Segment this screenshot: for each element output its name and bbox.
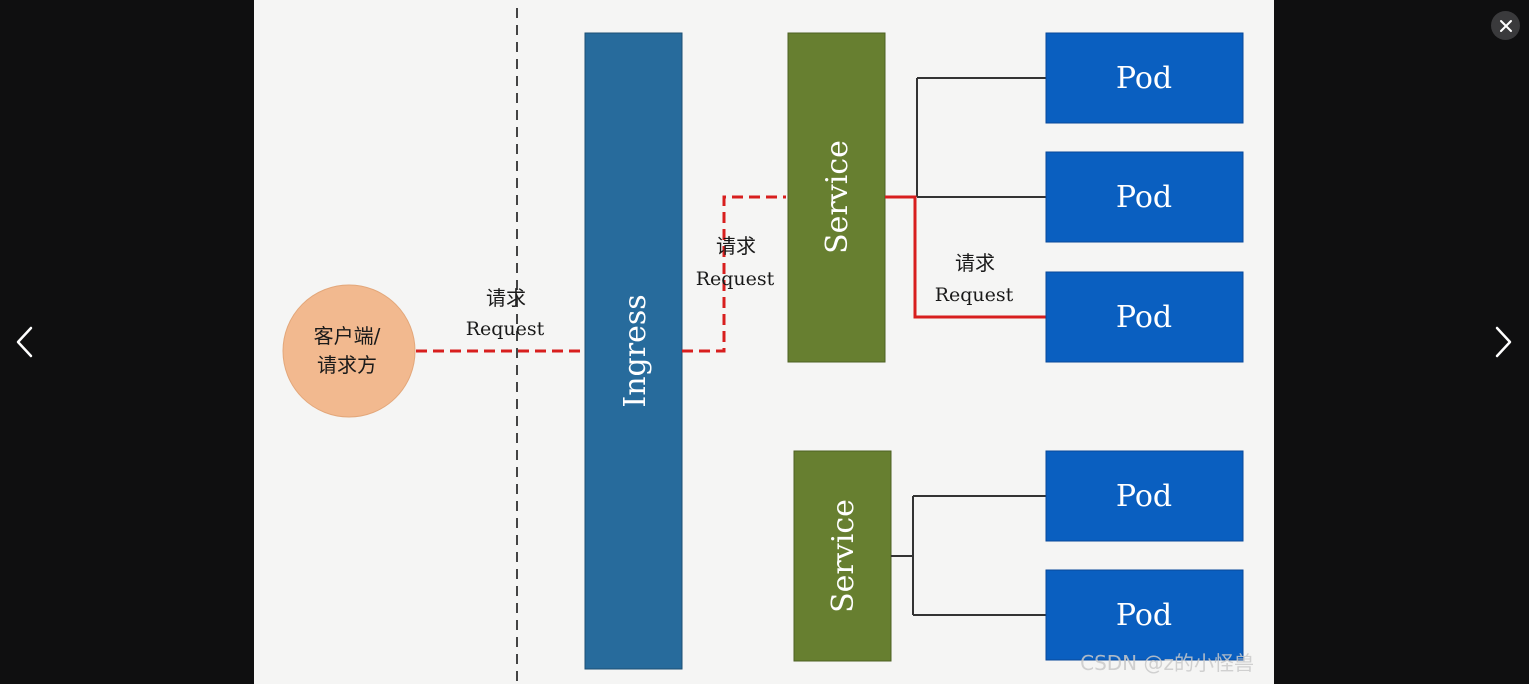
close-icon [1499,19,1512,32]
previous-image-button[interactable] [5,322,45,362]
pod-node-2 [1045,151,1244,243]
ingress-architecture-diagram: 客户端/ 请求方 请求 Request Ingress 请求 Request S… [282,8,1254,684]
pod-label-4: Pod [1116,479,1172,514]
pod-label-2: Pod [1116,180,1172,215]
request-label-cn-3: 请求 [955,251,995,275]
request-label-en-3: Request [935,284,1014,306]
service-label-2: Service [826,499,861,613]
pod-node-3 [1045,271,1244,363]
pod-node-4 [1045,450,1244,542]
diagram-image: 客户端/ 请求方 请求 Request Ingress 请求 Request S… [254,0,1274,684]
client-node [282,284,416,418]
chevron-left-icon [16,326,33,358]
pod-label-1: Pod [1116,61,1172,96]
close-viewer-button[interactable] [1491,11,1520,40]
client-label-line1: 客户端/ [314,324,381,348]
ingress-label: Ingress [618,294,653,407]
request-label-en-2: Request [696,268,775,290]
pod-label-5: Pod [1116,598,1172,633]
client-label-line2: 请求方 [317,353,377,377]
pod-label-3: Pod [1116,300,1172,335]
pod-node-5 [1045,569,1244,661]
service-label-1: Service [820,140,855,254]
pod-node-1 [1045,32,1244,124]
ingress-node [584,32,683,670]
service-node-1 [787,32,886,363]
service-node-2 [793,450,892,662]
request-line-service-pod3 [885,195,1046,319]
request-line-ingress-service [682,195,786,353]
request-label-cn-2: 请求 [716,234,756,258]
request-label-en-1: Request [466,318,545,340]
watermark-text: CSDN @z的小怪兽 [1080,651,1254,675]
next-image-button[interactable] [1483,322,1523,362]
chevron-right-icon [1495,326,1512,358]
request-label-cn-1: 请求 [486,286,526,310]
